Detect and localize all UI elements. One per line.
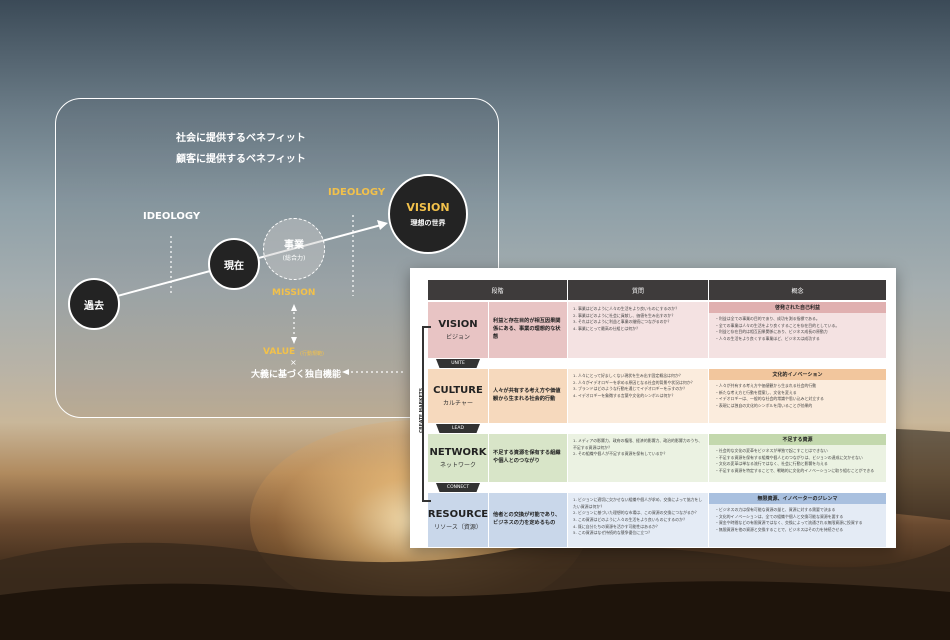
stage-cell: 人々が共有する考え方や価値観から生まれる社会的行動 xyxy=(489,369,567,423)
question-cell: 1. 人々にとって好ましくない現状を生み出す固定概念は何か？ 2. 人々がイデオ… xyxy=(568,369,708,423)
stage-cell: 利益と存在目的が相互因果関係にある、事業の理想的な状態 xyxy=(489,302,567,358)
vision-circle: VISION 理想の世界 xyxy=(388,174,468,254)
header-question: 質問 xyxy=(568,280,708,300)
row-title: CULTURE xyxy=(433,385,483,396)
question-item: 1. 人々にとって好ましくない現状を生み出す固定概念は何か？ xyxy=(573,373,683,378)
present-label: 現在 xyxy=(224,260,244,272)
concept-item: ・人々の生活をより良くする事業ほど、ビジネスは成功する xyxy=(715,335,820,341)
value-sublabel: (行動規範) xyxy=(300,351,324,357)
question-item: 1. ビジョンに適切に欠かせない組織や個人が求め、交換によって協力をしたい資源は… xyxy=(573,497,703,509)
question-item: 3. この資源はどのように人々の生活をより良いものにするのか？ xyxy=(573,516,687,522)
concept-item: ・利益と存在目的は相互因果関係にあり、ビジネス成長の原動力 xyxy=(715,329,828,335)
create-markets-label: CREATE MARKETS xyxy=(419,388,425,433)
question-cell: 1. 事業はどのように人々の生活をより良いものにするのか？ 2. 事業はどのよう… xyxy=(568,302,708,358)
concept-item: ・ビジネスの力は保有可能な資源の量と、資源に対する需要で決まる xyxy=(715,507,836,512)
concept-item: ・社会的な文化の変革をビジネスが単独で起こすことはできない xyxy=(715,448,828,453)
question-item: 1. メディアの影響力、政府の権限、経済的影響力、政治的影響力のうち、不足する資… xyxy=(573,438,703,450)
unique-function-label: 大義に基づく独自機能 xyxy=(251,370,342,380)
concept-cell: 文化的イノベーション ・人々が共有する考え方や価値観から生まれる社会的行動 ・新… xyxy=(709,369,886,423)
business-circle: 事業 (総合力) xyxy=(263,218,325,280)
value-label: VALUE xyxy=(263,347,296,357)
concept-cell: 不足する資源 ・社会的な文化の変革をビジネスが単独で起こすことはできない ・不足… xyxy=(709,434,886,482)
concept-item: ・文化の変革は単なる流行ではなく、社会に行動と影響を与える xyxy=(715,461,828,467)
business-sublabel: (総合力) xyxy=(282,255,306,262)
row-subtitle: リソース（資源） xyxy=(434,524,482,531)
vision-sublabel: 理想の世界 xyxy=(410,218,446,227)
framework-table-document: 段階 質問 概念 VISION ビジョン 利益と存在目的が相互因果関係にある、事… xyxy=(410,268,896,548)
question-item: 2. その組織や個人が不足する資源を保有しているか？ xyxy=(573,451,668,457)
concept-title: 無限資源、イノベーターのジレンマ xyxy=(709,493,886,504)
concept-item: ・人々が共有する考え方や価値観から生まれる社会的行動 xyxy=(715,383,817,388)
question-item: 2. 人々がイデオロギーを求める原因となる社会的背景や状況は何か？ xyxy=(573,379,695,385)
question-item: 2. 事業はどのように社会に貢献し、価値を生み出すのか？ xyxy=(573,312,676,318)
past-label: 過去 xyxy=(84,300,104,312)
business-label: 事業 xyxy=(284,240,304,251)
concept-title: 不足する資源 xyxy=(709,434,886,445)
concept-item: ・全ての事業は人々の生活をより良くすることを存在目的としている。 xyxy=(715,322,840,328)
row-subtitle: ネットワーク xyxy=(439,462,476,469)
question-cell: 1. メディアの影響力、政府の権限、経済的影響力、政治的影響力のうち、不足する資… xyxy=(568,434,708,482)
create-markets-bracket xyxy=(422,326,431,502)
row-label-resource: RESOURCE リソース（資源） xyxy=(428,493,488,547)
question-item: 4. 事業にとって最高の仕組とは何か？ xyxy=(573,325,640,331)
concept-item: ・文化的イノベーションは、全ての組織や個人と交換可能な資源を要する xyxy=(715,513,844,519)
concept-title: 文化的イノベーション xyxy=(709,369,886,380)
connector-unite: UNITE xyxy=(436,359,480,368)
stage-cell: 不足する資源を保有する組織や個人とのつながり xyxy=(489,434,567,482)
concept-title: 啓発された自己利益 xyxy=(709,302,886,313)
header-concept: 概念 xyxy=(709,280,886,300)
row-title: NETWORK xyxy=(429,447,487,458)
row-label-network: NETWORK ネットワーク xyxy=(428,434,488,482)
row-subtitle: ビジョン xyxy=(445,334,470,341)
question-item: 1. 事業はどのように人々の生活をより良いものにするのか？ xyxy=(573,306,680,311)
benefit-customer-label: 顧客に提供するベネフィット xyxy=(176,154,306,165)
ideology-label-left: IDEOLOGY xyxy=(143,211,201,222)
question-item: 3. ブランドはどのような行動を通じてイデオロギーを示すのか？ xyxy=(573,386,687,392)
present-circle: 現在 xyxy=(208,238,260,290)
question-item: 3. それはどのように利益と事業の継続につながるのか？ xyxy=(573,319,672,325)
row-title: VISION xyxy=(438,319,478,330)
row-title: RESOURCE xyxy=(427,509,489,520)
vision-label: VISION xyxy=(406,200,450,214)
mission-label: MISSION xyxy=(272,288,316,298)
question-item: 4. 既に自分たちの資源を活かす可能性はあるか？ xyxy=(573,523,660,529)
row-label-vision: VISION ビジョン xyxy=(428,302,488,358)
concept-item: ・不足する資源を保有する組織や個人とのつながりは、ビジョンの達成に欠かせない xyxy=(715,454,863,460)
question-item: 4. イデオロギーを象徴する言葉や文化的シンボルは何か？ xyxy=(573,392,676,398)
times-sign: × xyxy=(290,358,297,367)
row-subtitle: カルチャー xyxy=(443,400,473,407)
concept-item: ・不足する資源を特定することで、戦略的に文化的イノベーションに取り組むことができ… xyxy=(715,467,875,473)
concept-item: ・表現には独自の文化的シンボルを用いることが効果的 xyxy=(715,402,813,408)
concept-item: ・新たな考え方と行動を提案し、文化を変える xyxy=(715,389,797,395)
concept-item: ・資金や時間などの有限資源ではなく、交換によって流通される無限資源に投資する xyxy=(715,520,863,526)
header-stage: 段階 xyxy=(428,280,567,300)
concept-cell: 啓発された自己利益 ・利益は全ての事業の目的であり、成功を測る指標である。 ・全… xyxy=(709,302,886,358)
connector-lead: LEAD xyxy=(436,424,480,433)
past-circle: 過去 xyxy=(68,278,120,330)
question-cell: 1. ビジョンに適切に欠かせない組織や個人が求め、交換によって協力をしたい資源は… xyxy=(568,493,708,547)
ideology-label-right: IDEOLOGY xyxy=(328,187,386,198)
question-item: 2. ビジョンに基づいた理想的な市場は、この資源の交換につながるか？ xyxy=(573,510,699,516)
row-label-culture: CULTURE カルチャー xyxy=(428,369,488,423)
connector-connect: CONNECT xyxy=(436,483,480,492)
benefit-society-label: 社会に提供するベネフィット xyxy=(176,133,306,144)
question-item: 5. この資源はなぜ持続的な競争優位に立つ？ xyxy=(573,530,652,536)
concept-item: ・利益は全ての事業の目的であり、成功を測る指標である。 xyxy=(715,316,820,321)
concept-item: ・イデオロギーは、一般的な社会的常識や思い込みと対立する xyxy=(715,396,824,402)
concept-cell: 無限資源、イノベーターのジレンマ ・ビジネスの力は保有可能な資源の量と、資源に対… xyxy=(709,493,886,547)
concept-item: ・無限資源を他の資源と交換することで、ビジネスはその力を持続させる xyxy=(715,526,844,532)
stage-cell: 他者との交換が可能であり、ビジネスの力を定めるもの xyxy=(489,493,567,547)
